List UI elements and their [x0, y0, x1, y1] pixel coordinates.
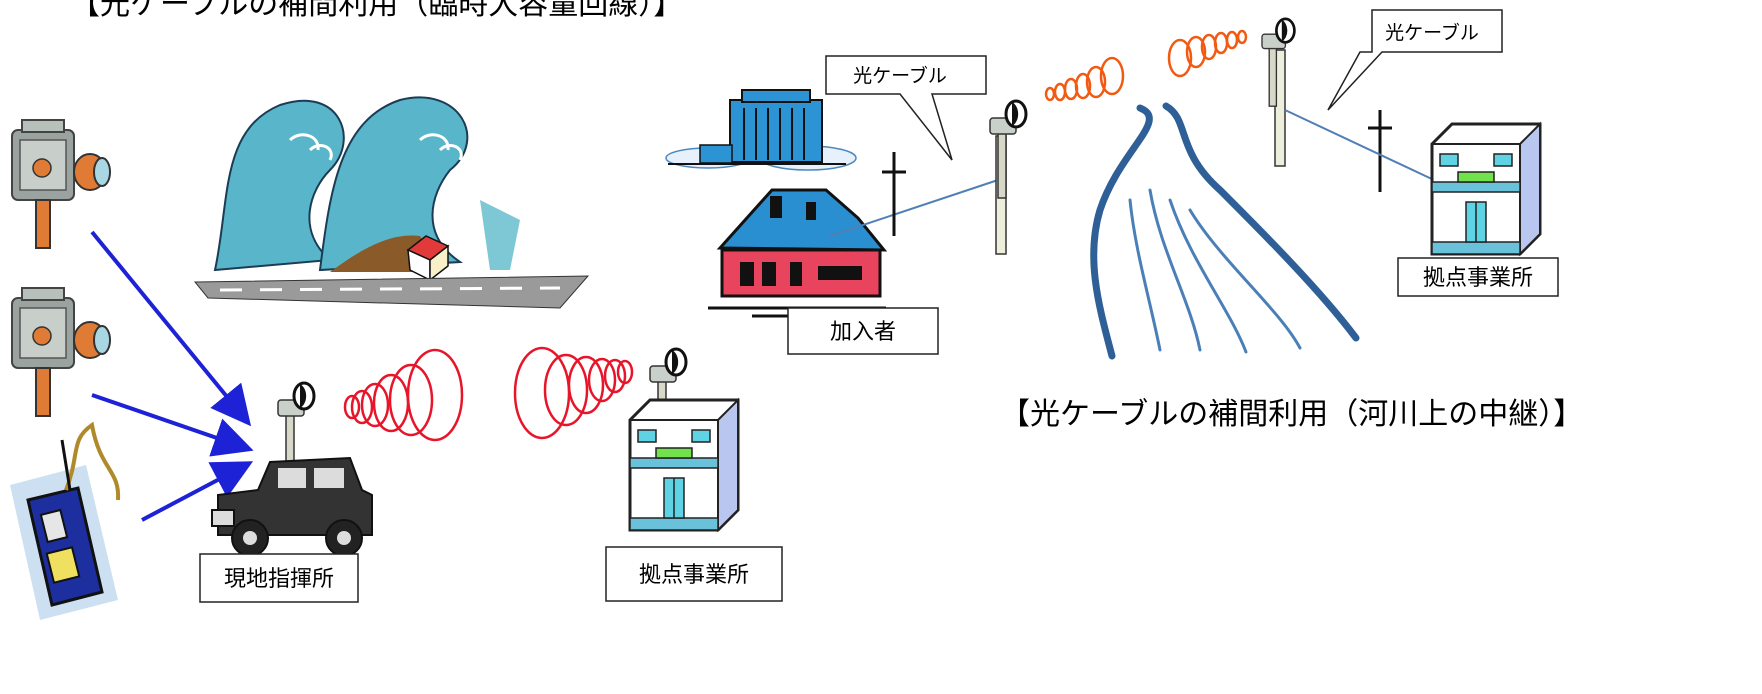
label-base-office-left: 拠点事業所	[639, 563, 749, 588]
label-optical-cable-2: 光ケーブル	[1385, 21, 1479, 44]
office-building-icon	[628, 398, 740, 532]
utility-pole-icon	[1368, 110, 1392, 192]
label-box-base-office-left: 拠点事業所	[605, 546, 783, 602]
office-building-icon	[1430, 122, 1542, 256]
label-base-office-right: 拠点事業所	[1423, 266, 1533, 291]
label-optical-cable-1: 光ケーブル	[853, 64, 947, 87]
callout-optical-cable-1: 光ケーブル	[825, 55, 987, 161]
wireless-wave-left	[513, 346, 634, 440]
callout-optical-cable-2: 光ケーブル	[1327, 9, 1503, 111]
relay-pole-left	[988, 99, 1028, 255]
label-box-field-command: 現地指揮所	[199, 553, 359, 603]
wireless-wave-orange-right	[1044, 56, 1125, 102]
label-field-command: 現地指揮所	[224, 567, 334, 592]
relay-pole-right	[1260, 17, 1435, 181]
right-diagram-title: 【光ケーブルの補間利用（河川上の中継）】	[1000, 397, 1583, 432]
label-box-subscriber: 加入者	[787, 307, 939, 355]
label-box-base-office-right: 拠点事業所	[1397, 257, 1559, 297]
label-subscriber: 加入者	[830, 320, 896, 345]
arrow-group	[90, 230, 254, 522]
subscriber-house-icon	[708, 179, 999, 318]
command-vehicle-icon	[211, 381, 373, 557]
wireless-wave-orange-left	[1167, 29, 1248, 78]
arrow-radio	[141, 461, 254, 522]
city-buildings-icon	[665, 89, 857, 171]
left-diagram-title: 【光ケーブルの補間利用（臨時大容量回線）】	[70, 0, 683, 22]
arrow-camera2	[91, 393, 254, 457]
wireless-wave-right	[343, 348, 464, 442]
handheld-radio-icon	[10, 421, 121, 620]
arrow-camera1	[90, 230, 252, 427]
tsunami-illustration	[193, 96, 590, 309]
camera-icon	[11, 119, 111, 249]
utility-pole-icon	[882, 152, 906, 236]
river-illustration	[1090, 102, 1360, 360]
